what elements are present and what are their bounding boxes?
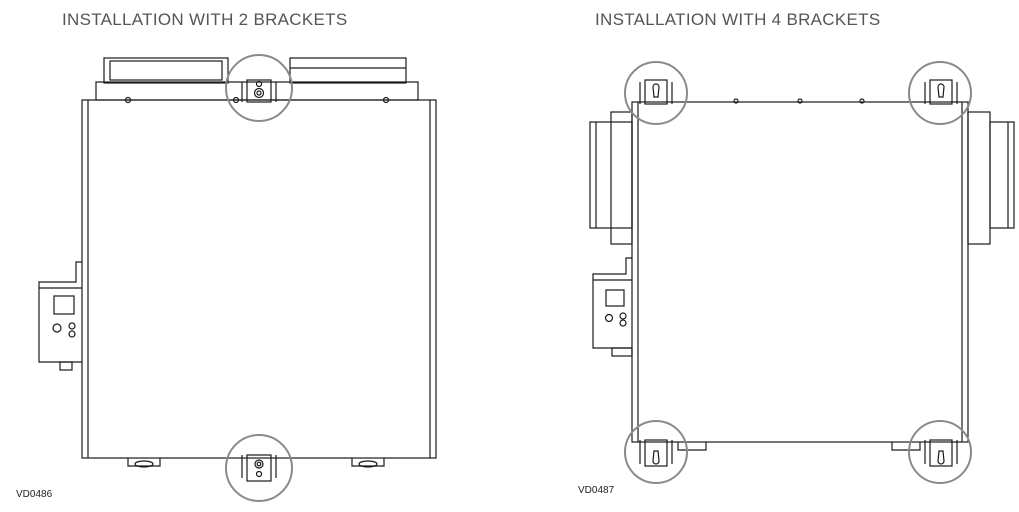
bottom-bracket [241,454,277,482]
bracket-top-left [639,79,673,105]
main-body-right [631,101,969,443]
callout-circle-bottom-left [624,420,688,484]
unit-two-brackets [38,54,437,502]
callout-circle-bottom [225,434,293,502]
bottom-feet-right [677,442,921,451]
left-panel-title: INSTALLATION WITH 2 BRACKETS [62,10,348,29]
top-bracket [241,79,277,103]
top-collar-left [103,57,229,84]
top-collar-right [289,57,407,84]
control-box-right [592,257,633,357]
left-drawing-code: VD0486 [16,489,53,500]
bracket-bottom-right [924,439,958,467]
callout-circle-bottom-right [908,420,972,484]
callout-circle-top-right [908,61,972,125]
callout-circle-top [225,54,293,122]
main-body [81,99,437,459]
callout-circle-top-left [624,61,688,125]
bracket-top-right [924,79,958,105]
right-drawing-code: VD0487 [578,485,615,496]
side-collar-left [589,111,633,245]
unit-four-brackets [589,61,1015,484]
right-panel-title: INSTALLATION WITH 4 BRACKETS [595,10,881,29]
bottom-feet [127,458,385,468]
bracket-bottom-left [639,439,673,467]
control-box [38,261,82,371]
top-screws-right [733,98,865,104]
side-collar-right [967,111,1015,245]
